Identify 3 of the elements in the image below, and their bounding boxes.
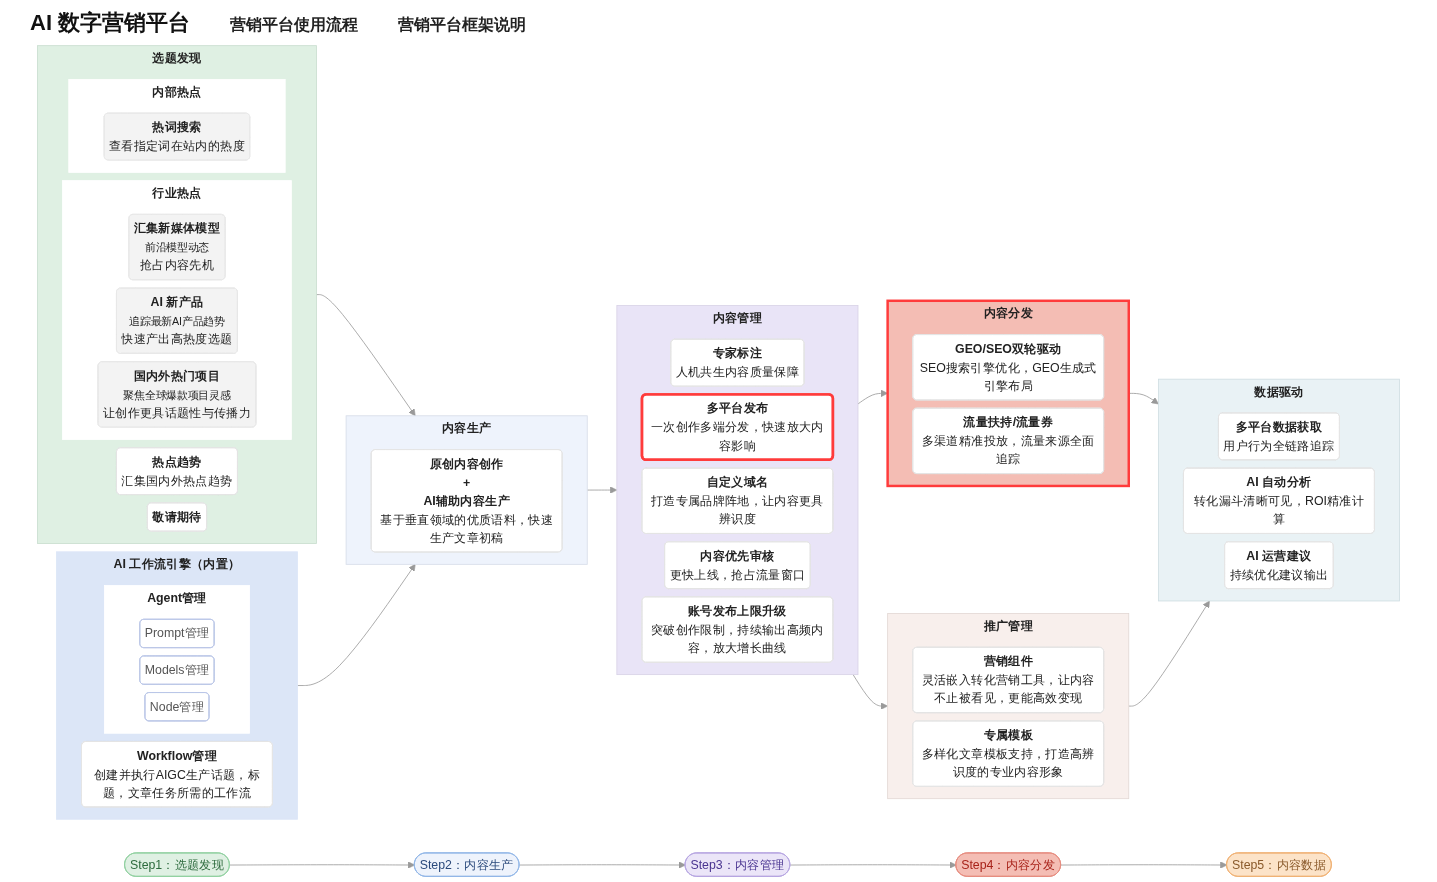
section-heading: 营销平台使用流程 [230, 15, 359, 35]
diagram-title: AI 数字营销平台 [30, 9, 191, 37]
section-heading: 营销平台框架说明 [398, 15, 527, 35]
